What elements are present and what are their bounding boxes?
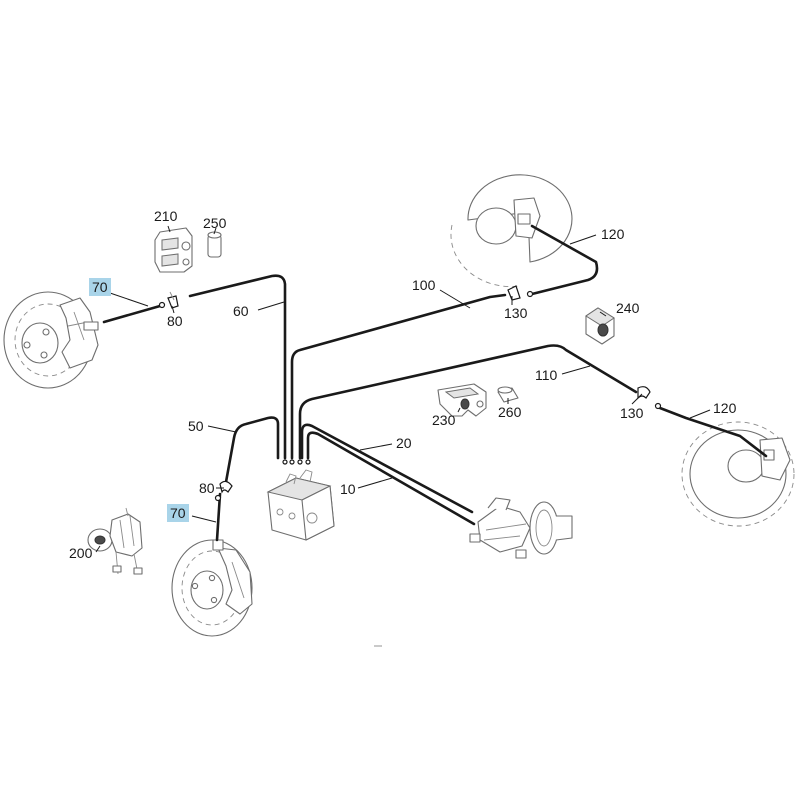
callout-70-highlight-top [89, 278, 111, 296]
callout-110[interactable]: 110 [535, 367, 558, 383]
part-260-sleeve[interactable] [497, 386, 519, 403]
callout-200[interactable]: 200 [69, 545, 93, 561]
brake-line-110[interactable] [298, 344, 638, 460]
callout-240[interactable]: 240 [616, 300, 640, 316]
fitting-abs-1 [282, 459, 288, 465]
callout-130-rear-left[interactable]: 130 [504, 305, 528, 321]
fitting-front-right [214, 494, 222, 502]
front-right-brake-disc[interactable] [171, 539, 253, 637]
brake-line-50[interactable] [224, 416, 280, 484]
brake-line-10[interactable] [306, 431, 476, 526]
part-230-bracket[interactable] [437, 383, 487, 417]
rear-left-brake-disc[interactable] [450, 174, 573, 287]
callout-230[interactable]: 230 [432, 412, 456, 428]
master-cylinder-booster[interactable] [469, 497, 573, 559]
brake-line-70-front-right[interactable] [215, 492, 222, 542]
fitting-abs-2 [289, 459, 295, 465]
callout-20[interactable]: 20 [396, 435, 412, 451]
callout-50[interactable]: 50 [188, 418, 204, 434]
brake-line-20[interactable] [300, 423, 474, 514]
callout-130-rear-right[interactable]: 130 [620, 405, 644, 421]
callout-120-rear-right[interactable]: 120 [713, 400, 737, 416]
callout-210[interactable]: 210 [154, 208, 178, 224]
part-250-sleeve[interactable] [207, 231, 222, 258]
callout-60[interactable]: 60 [233, 303, 249, 319]
part-240-block[interactable] [585, 307, 615, 345]
callout-70-front-left[interactable]: 70 [92, 279, 108, 295]
callout-80-front-right[interactable]: 80 [199, 480, 215, 496]
brake-line-100[interactable] [290, 293, 507, 460]
callout-10[interactable]: 10 [340, 481, 356, 497]
fitting-abs-4 [305, 459, 311, 465]
brake-line-120-rear-left[interactable] [530, 224, 599, 296]
clip-130-rear-left[interactable] [507, 285, 521, 301]
part-200-sensor-bracket[interactable] [87, 507, 143, 575]
callout-70-highlight-bottom [167, 504, 189, 522]
fitting-front-left [158, 301, 166, 309]
fitting-rear-right [654, 402, 662, 410]
callout-70-front-right[interactable]: 70 [170, 505, 186, 521]
callout-260[interactable]: 260 [498, 404, 522, 420]
part-210-bracket[interactable] [154, 227, 193, 273]
callout-250[interactable]: 250 [203, 215, 227, 231]
brake-line-120-rear-right[interactable] [658, 406, 768, 458]
leader-lines [95, 225, 711, 553]
clip-80-front-left[interactable] [167, 291, 179, 309]
fitting-rear-left [526, 290, 534, 298]
clip-80-front-right[interactable] [219, 480, 233, 494]
front-left-brake-disc[interactable] [3, 291, 99, 389]
brake-line-60[interactable] [188, 274, 287, 460]
rear-right-brake-disc[interactable] [681, 421, 795, 527]
abs-hydraulic-unit[interactable] [266, 469, 335, 541]
fitting-abs-3 [297, 459, 303, 465]
brake-line-70-front-left[interactable] [102, 304, 162, 324]
callout-120-rear-left[interactable]: 120 [601, 226, 625, 242]
callout-80-front-left[interactable]: 80 [167, 313, 183, 329]
callout-100[interactable]: 100 [412, 277, 436, 293]
